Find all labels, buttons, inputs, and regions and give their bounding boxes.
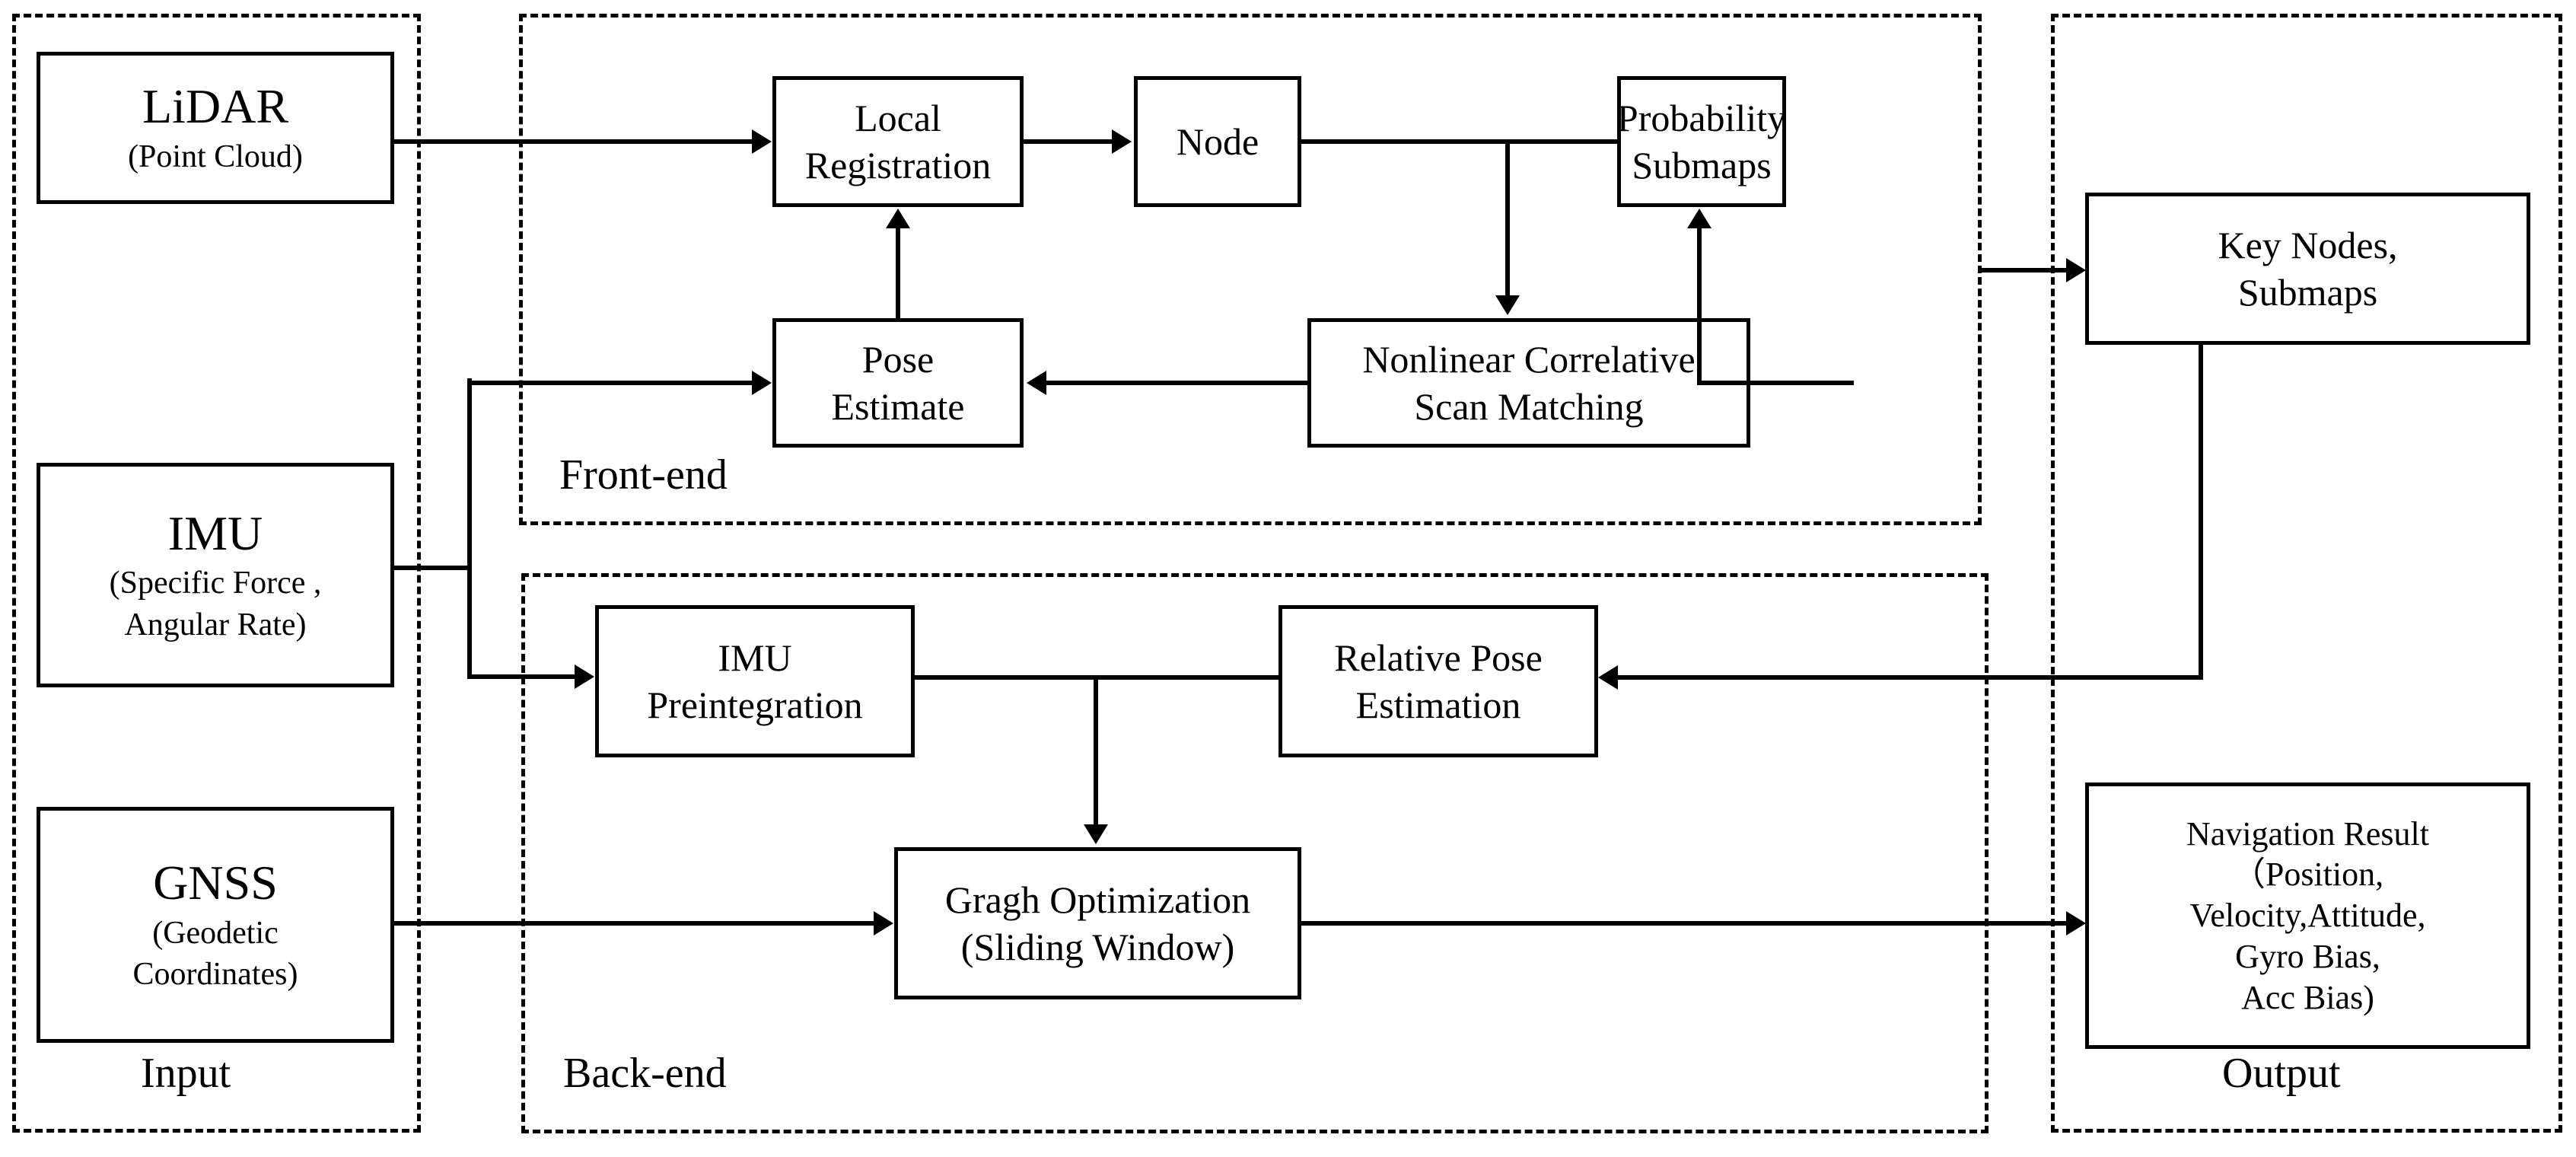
edge-gnss-to-graph-optimization <box>394 921 874 926</box>
arrowhead-imu-to-pose-estimate <box>752 371 772 395</box>
edge-pose-estimate-to-local-registration <box>896 228 900 318</box>
node-imu-line-2: Angular Rate) <box>124 607 307 642</box>
node-imu[interactable]: IMU (Specific Force , Angular Rate) <box>37 463 394 687</box>
group-back-end-label: Back-end <box>563 1050 727 1097</box>
node-probability-submaps[interactable]: Probability Submaps <box>1617 76 1786 207</box>
edge-ncsm-to-probability-submaps-v <box>1697 228 1702 385</box>
edge-imu-out <box>394 566 472 570</box>
arrowhead-bus-to-graph-optimization <box>1084 824 1108 844</box>
arrowhead-key-nodes-to-relative-pose <box>1598 665 1618 690</box>
node-pose-estimate-line-1: Estimate <box>831 385 965 428</box>
edge-node-to-probability-submaps <box>1301 139 1617 144</box>
group-input-label: Input <box>141 1050 231 1097</box>
edge-imu-to-pose-estimate <box>467 381 752 385</box>
node-imu-preintegration[interactable]: IMU Preintegration <box>595 605 915 757</box>
node-relative-pose-line-0: Relative Pose <box>1334 636 1543 679</box>
edge-ncsm-to-pose-estimate <box>1046 381 1307 385</box>
node-node-line-0: Node <box>1176 120 1259 163</box>
node-local-registration-line-0: Local <box>855 97 941 139</box>
arrowhead-lidar-to-local-registration <box>752 129 772 154</box>
group-input <box>12 14 421 1133</box>
node-imu-line-1: (Specific Force , <box>109 566 322 601</box>
arrowhead-gnss-to-graph-optimization <box>874 911 893 935</box>
group-front-end <box>519 14 1982 525</box>
node-imu-preintegration-line-1: Preintegration <box>647 684 863 726</box>
group-back-end <box>521 573 1989 1133</box>
edge-lidar-to-local-registration <box>394 139 752 144</box>
node-relative-pose-line-1: Estimation <box>1355 684 1521 726</box>
node-ncsm-line-0: Nonlinear Correlative <box>1362 338 1696 381</box>
edge-probability-submaps-to-key-nodes <box>1981 268 2066 273</box>
node-probability-submaps-line-1: Submaps <box>1632 144 1772 186</box>
node-pose-estimate-line-0: Pose <box>861 338 935 381</box>
node-graph-optimization-line-1: (Sliding Window) <box>960 926 1235 968</box>
arrowhead-graph-optimization-to-navigation-result <box>2066 911 2086 935</box>
node-lidar-line-1: (Point Cloud) <box>128 139 303 175</box>
arrowhead-node-to-ncsm <box>1495 295 1520 315</box>
node-lidar-line-0: LiDAR <box>142 79 288 134</box>
node-gnss-line-0: GNSS <box>153 856 278 910</box>
edge-node-to-ncsm <box>1505 139 1510 295</box>
edge-ncsm-to-probability-submaps-h2 <box>1697 381 1854 385</box>
arrowhead-pose-estimate-to-local-registration <box>886 209 910 228</box>
node-gnss-line-2: Coordinates) <box>132 957 298 993</box>
arrowhead-local-registration-to-node <box>1112 129 1132 154</box>
edge-key-nodes-to-relative-pose <box>1618 675 2203 680</box>
arrowhead-ncsm-to-pose-estimate <box>1027 371 1046 395</box>
node-gnss[interactable]: GNSS (Geodetic Coordinates) <box>37 807 394 1043</box>
node-node[interactable]: Node <box>1134 76 1301 207</box>
node-graph-optimization-line-0: Gragh Optimization <box>944 878 1251 921</box>
node-relative-pose-estimation[interactable]: Relative Pose Estimation <box>1278 605 1598 757</box>
node-key-nodes-submaps[interactable]: Key Nodes, Submaps <box>2085 193 2530 345</box>
node-navigation-result[interactable]: Navigation Result （Position, Velocity,At… <box>2085 782 2530 1049</box>
node-navigation-result-line-1: （Position, <box>2231 856 2384 894</box>
node-graph-optimization[interactable]: Gragh Optimization (Sliding Window) <box>894 847 1301 999</box>
node-imu-line-0: IMU <box>167 505 263 560</box>
node-nonlinear-correlative-scan-matching[interactable]: Nonlinear Correlative Scan Matching <box>1307 318 1750 448</box>
node-local-registration-line-1: Registration <box>804 144 992 186</box>
node-lidar[interactable]: LiDAR (Point Cloud) <box>37 52 394 204</box>
node-navigation-result-line-2: Velocity,Attitude, <box>2189 897 2426 935</box>
edge-local-registration-to-node <box>1024 139 1112 144</box>
node-navigation-result-line-0: Navigation Result <box>2186 814 2429 853</box>
node-key-nodes-line-0: Key Nodes, <box>2218 224 2398 266</box>
node-pose-estimate[interactable]: Pose Estimate <box>772 318 1024 448</box>
node-ncsm-line-1: Scan Matching <box>1414 385 1644 428</box>
node-key-nodes-line-1: Submaps <box>2237 271 2378 314</box>
node-probability-submaps-line-0: Probability <box>1616 97 1787 139</box>
node-navigation-result-line-3: Gyro Bias, <box>2235 937 2380 975</box>
node-gnss-line-1: (Geodetic <box>152 915 279 951</box>
edge-imu-to-imu-preintegration <box>467 674 575 679</box>
node-imu-preintegration-line-0: IMU <box>718 636 792 679</box>
edge-key-nodes-down <box>2199 345 2203 680</box>
arrowhead-probability-submaps-to-key-nodes <box>2066 258 2086 282</box>
group-front-end-label: Front-end <box>559 451 728 499</box>
group-output <box>2051 14 2562 1133</box>
node-local-registration[interactable]: Local Registration <box>772 76 1024 207</box>
edge-imu-bus-vertical <box>467 378 472 677</box>
arrowhead-imu-to-imu-preintegration <box>575 665 594 689</box>
arrowhead-ncsm-to-probability-submaps <box>1687 209 1711 228</box>
edge-graph-optimization-to-navigation-result <box>1301 921 2066 926</box>
group-output-label: Output <box>2222 1050 2341 1097</box>
node-navigation-result-line-4: Acc Bias) <box>2241 978 2374 1016</box>
edge-bus-to-graph-optimization <box>1094 675 1098 824</box>
